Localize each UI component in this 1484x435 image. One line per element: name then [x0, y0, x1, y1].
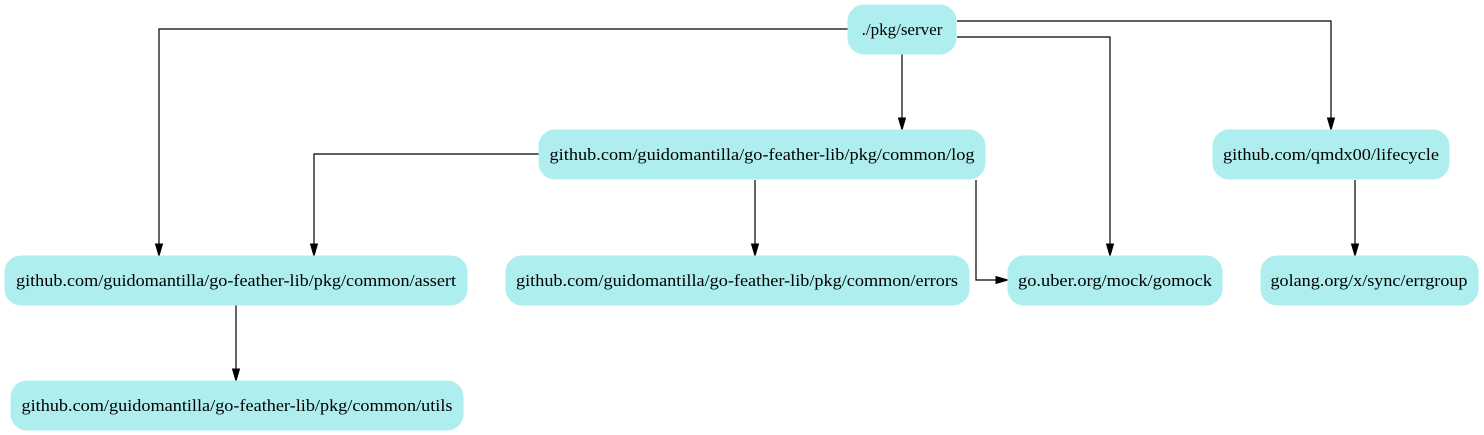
nodes-layer: ./pkg/server github.com/guidomantilla/go… [4, 4, 1479, 431]
edge-server-to-assert [154, 28, 848, 258]
node-box [10, 380, 464, 431]
node-assert[interactable]: github.com/guidomantilla/go-feather-lib/… [4, 255, 468, 306]
node-box [1007, 255, 1223, 306]
node-label-server: ./pkg/server [862, 20, 943, 39]
edge-assert-to-utils [231, 305, 241, 383]
node-box [505, 255, 970, 306]
node-box [4, 255, 468, 306]
node-label-errors: github.com/guidomantilla/go-feather-lib/… [516, 271, 958, 290]
node-box [1260, 255, 1479, 306]
node-lifecycle[interactable]: github.com/qmdx00/lifecycle [1212, 129, 1450, 180]
edge-log-to-assert [309, 153, 539, 258]
node-label-utils: github.com/guidomantilla/go-feather-lib/… [22, 396, 453, 415]
edge-server-to-gomock [957, 36, 1115, 258]
node-label-gomock: go.uber.org/mock/gomock [1018, 271, 1213, 290]
node-errgroup[interactable]: golang.org/x/sync/errgroup [1260, 255, 1479, 306]
edge-server-to-lifecycle [957, 20, 1336, 132]
node-box [847, 4, 957, 55]
edge-log-to-gomock [975, 180, 1010, 285]
edge-log-to-errors [750, 180, 760, 258]
node-label-lifecycle: github.com/qmdx00/lifecycle [1223, 145, 1439, 164]
node-box [1212, 129, 1450, 180]
edge-lifecycle-to-errgroup [1350, 180, 1360, 258]
node-log[interactable]: github.com/guidomantilla/go-feather-lib/… [538, 129, 986, 180]
node-server[interactable]: ./pkg/server [847, 4, 957, 55]
node-label-log: github.com/guidomantilla/go-feather-lib/… [550, 145, 976, 164]
node-box [538, 129, 986, 180]
node-errors[interactable]: github.com/guidomantilla/go-feather-lib/… [505, 255, 970, 306]
node-gomock[interactable]: go.uber.org/mock/gomock [1007, 255, 1223, 306]
edge-server-to-log [897, 54, 907, 132]
node-label-errgroup: golang.org/x/sync/errgroup [1271, 271, 1468, 290]
node-label-assert: github.com/guidomantilla/go-feather-lib/… [16, 271, 456, 290]
edges-layer [154, 20, 1360, 383]
node-utils[interactable]: github.com/guidomantilla/go-feather-lib/… [10, 380, 464, 431]
